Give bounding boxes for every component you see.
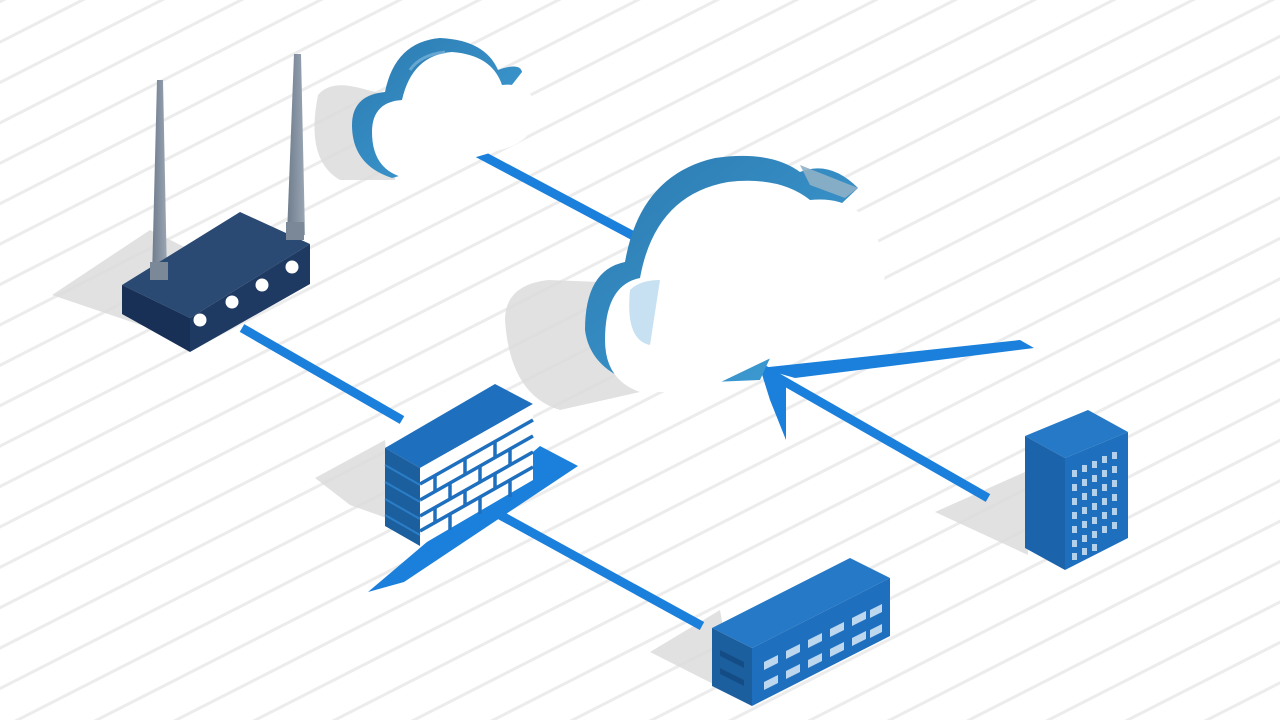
link-tower-building-to-cloud-main [737,352,991,502]
router-antenna-right [287,54,305,235]
cloud-icon [352,38,536,178]
firewall-shadow [315,440,392,520]
tower-building [1025,410,1128,570]
router [122,54,310,352]
router-icon [122,54,310,352]
router-antenna-left [152,80,167,278]
cloud-small [352,38,536,178]
tower-building-shadow [935,472,1028,555]
tower-building-icon [1025,410,1128,570]
router-ports [193,260,299,327]
cloud-icon [585,155,885,392]
link-firewall-to-office-building [497,511,705,630]
tower-windows [1072,452,1117,560]
inbound-arrow-icon [760,340,1034,440]
office-building-icon [712,558,890,706]
link-cloud-small-to-cloud-main [469,146,663,254]
firewall-icon [368,384,578,592]
link-router-to-firewall [239,324,405,424]
firewall [368,384,578,592]
cloud-main [585,155,885,392]
office-building [712,558,890,706]
connection-links [239,146,991,630]
